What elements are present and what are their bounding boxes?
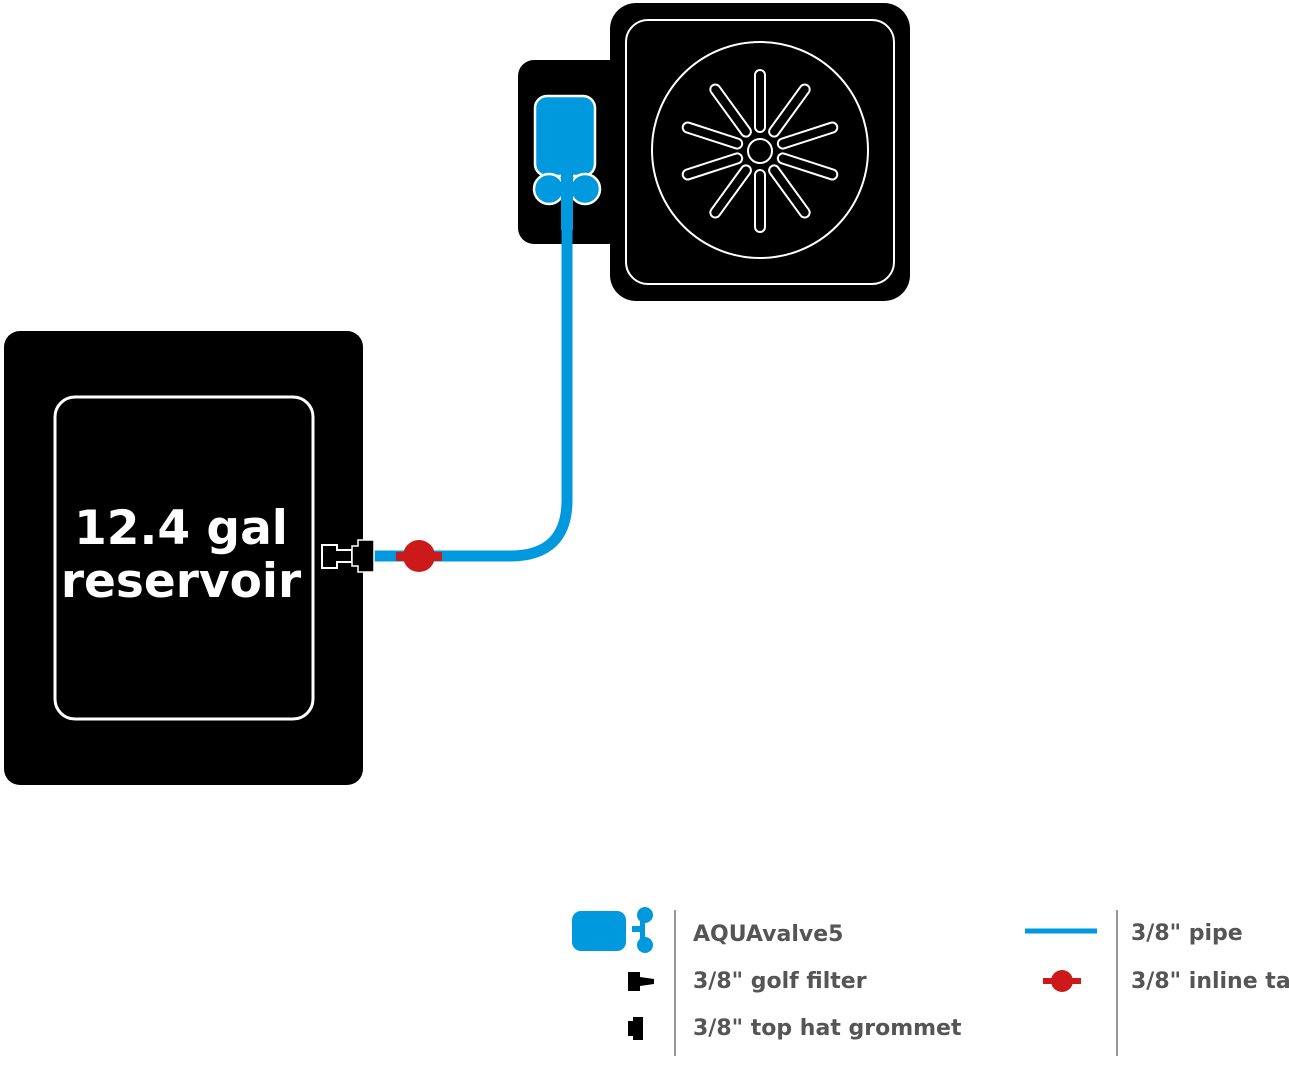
grate-slot [709,164,752,219]
grate-slot [776,121,839,150]
pipe [372,175,573,562]
grate-slot [681,152,744,181]
aquavalve [532,94,602,230]
pot-grate-icon [681,69,839,233]
inline-tap-icon [1043,970,1081,992]
grate-slot [709,83,752,138]
legend-label-grommet: 3/8" top hat grommet [693,1016,962,1041]
reservoir-label-line2: reservoir [61,554,302,609]
grommet-icon [628,1017,643,1040]
aquavalve-icon [572,907,653,953]
grate-slot [776,152,839,181]
grate-slot [768,164,811,219]
legend-label-golf-filter: 3/8" golf filter [693,969,867,994]
golf-filter-icon [628,972,654,991]
grate-slot [754,169,766,233]
grow-pot [610,3,910,301]
top-hat-grommet [351,539,375,573]
legend-label-aquavalve: AQUAvalve5 [693,922,843,947]
inline-tap [396,540,442,572]
grate-slot [754,69,766,133]
legend-label-pipe: 3/8" pipe [1131,921,1243,946]
reservoir-label-line1: 12.4 gal [74,501,288,556]
grate-slot [681,121,744,150]
reservoir: 12.4 gal reservoir [4,331,363,785]
legend: AQUAvalve5 3/8" golf filter 3/8" top hat… [572,907,1289,1056]
grate-slot [768,83,811,138]
legend-label-inline-tap: 3/8" inline tap [1131,969,1289,994]
